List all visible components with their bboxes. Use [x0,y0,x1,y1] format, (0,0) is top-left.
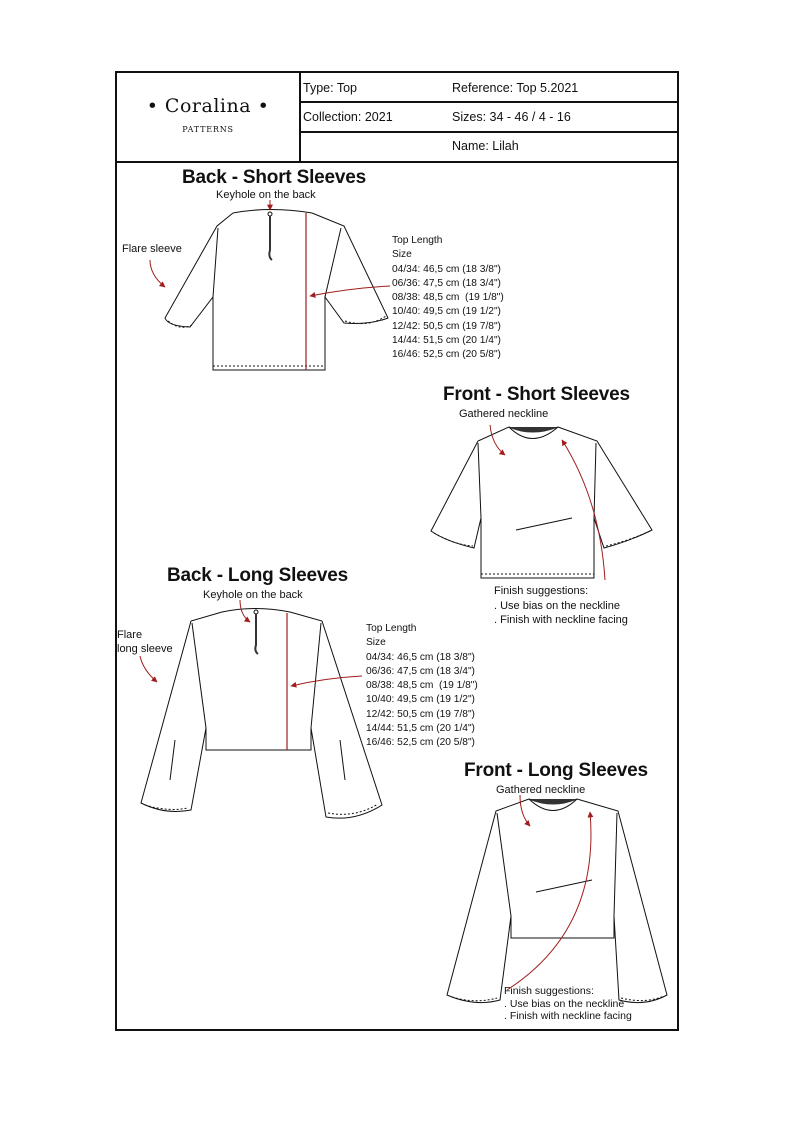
header-row-rule-2 [299,131,677,133]
length-row: 16/46: 52,5 cm (20 5/8") [366,737,475,749]
front-long-sleeve-garment [446,798,668,1004]
header-divider [299,73,301,161]
finish-item: . Finish with neckline facing [494,614,628,626]
finish-item: . Use bias on the neckline [494,599,620,612]
front-long-title: Front - Long Sleeves [464,760,648,781]
length-row: 10/40: 49,5 cm (19 1/2") [366,694,475,706]
arrow-length-back-short [309,285,391,298]
length-title: Top Length [392,235,443,246]
length-row: 16/46: 52,5 cm (20 5/8") [392,349,501,361]
length-row: 14/44: 51,5 cm (20 1/4") [392,335,501,347]
finish-item: . Use bias on the neckline [504,997,625,1010]
length-row: 08/38: 48,5 cm (19 1/8") [366,680,478,692]
pattern-sheet: • Coralina • PATTERNS Type: Top Referenc… [115,71,679,1031]
length-row: 08/38: 48,5 cm (19 1/8") [392,292,504,304]
length-title: Top Length [366,623,417,634]
back-short-sleeve-garment [164,209,389,371]
back-long-keyhole-label: Keyhole on the back [203,589,303,601]
collection-field: Collection: 2021 [303,110,393,124]
reference-field: Reference: Top 5.2021 [452,81,579,95]
front-short-finish: Finish suggestions: . Use bias on the nec… [494,584,628,628]
front-short-title: Front - Short Sleeves [443,384,630,405]
finish-title: Finish suggestions: [494,585,589,597]
back-long-sleeve-garment [140,608,383,819]
arrow-finish-short [561,439,606,581]
length-sub: Size [366,637,386,649]
arrow-length-back-long [290,675,363,688]
back-long-sleeve-label-1: Flare [117,629,143,641]
brand-logo: • Coralina • PATTERNS [117,73,299,161]
length-row: 14/44: 51,5 cm (20 1/4") [366,723,475,735]
brand-name: • Coralina • [146,95,270,117]
arrow-flare-sleeve [149,259,166,288]
sizes-field: Sizes: 34 - 46 / 4 - 16 [452,110,571,124]
back-long-sleeve-label-2: long sleeve [117,643,173,655]
arrow-gathered-neck-long [519,794,531,827]
back-short-title: Back - Short Sleeves [182,167,366,188]
length-row: 04/34: 46,5 cm (18 3/8") [392,263,501,275]
type-field: Type: Top [303,81,357,95]
length-row: 12/42: 50,5 cm (19 7/8") [392,320,501,332]
front-short-sleeve-garment [430,426,653,579]
finish-item: . Finish with neckline facing [504,1010,632,1022]
arrow-flare-long [139,655,158,683]
length-row: 04/34: 46,5 cm (18 3/8") [366,651,475,663]
back-short-sleeve-label: Flare sleeve [122,243,182,255]
length-row: 06/36: 47,5 cm (18 3/4") [392,277,501,289]
back-long-title: Back - Long Sleeves [167,565,348,586]
length-row: 10/40: 49,5 cm (19 1/2") [392,306,501,318]
arrow-finish-long [506,811,594,991]
front-long-finish: Finish suggestions:. Use bias on the nec… [504,985,632,1023]
length-row: 12/42: 50,5 cm (19 7/8") [366,708,475,720]
length-row: 06/36: 47,5 cm (18 3/4") [366,665,475,677]
front-long-neck-label: Gathered neckline [496,784,586,796]
back-short-keyhole-label: Keyhole on the back [216,189,316,201]
arrow-gathered-neck-short [489,424,506,456]
brand-subtitle: PATTERNS [182,125,234,134]
arrow-keyhole-back-long [239,599,251,623]
header-bottom-rule [117,161,677,163]
front-short-neck-label: Gathered neckline [459,408,549,420]
header-row-rule-1 [299,101,677,103]
length-sub: Size [392,249,412,261]
name-field: Name: Lilah [452,139,519,153]
finish-title: Finish suggestions: [504,985,594,997]
